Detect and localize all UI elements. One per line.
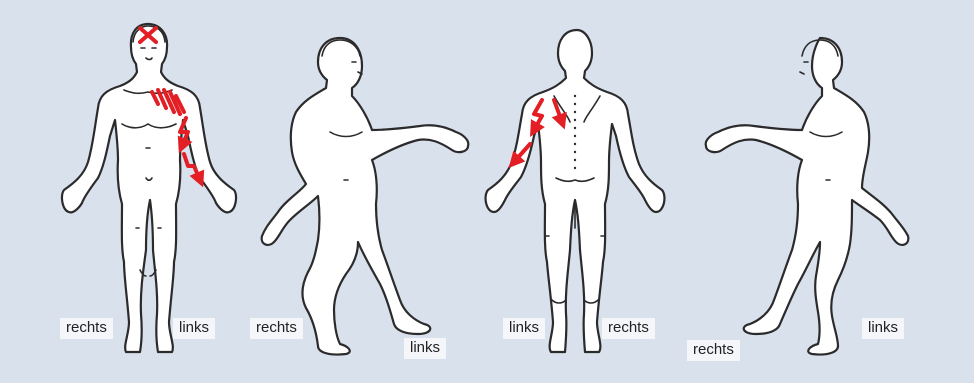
- front-body-figure: [62, 24, 236, 352]
- back-right-side-label: rechts: [602, 318, 655, 339]
- back-left-side-label: links: [503, 318, 545, 339]
- side-right-links-label: links: [404, 338, 446, 359]
- side-right-body-figure: [262, 38, 469, 355]
- side-left-body-figure: [706, 38, 909, 355]
- side-right-rechts-label: rechts: [250, 318, 303, 339]
- front-right-side-label: rechts: [60, 318, 113, 339]
- front-left-side-label: links: [173, 318, 215, 339]
- side-left-links-label: links: [862, 318, 904, 339]
- side-left-rechts-label: rechts: [687, 340, 740, 361]
- back-body-figure: [486, 30, 665, 352]
